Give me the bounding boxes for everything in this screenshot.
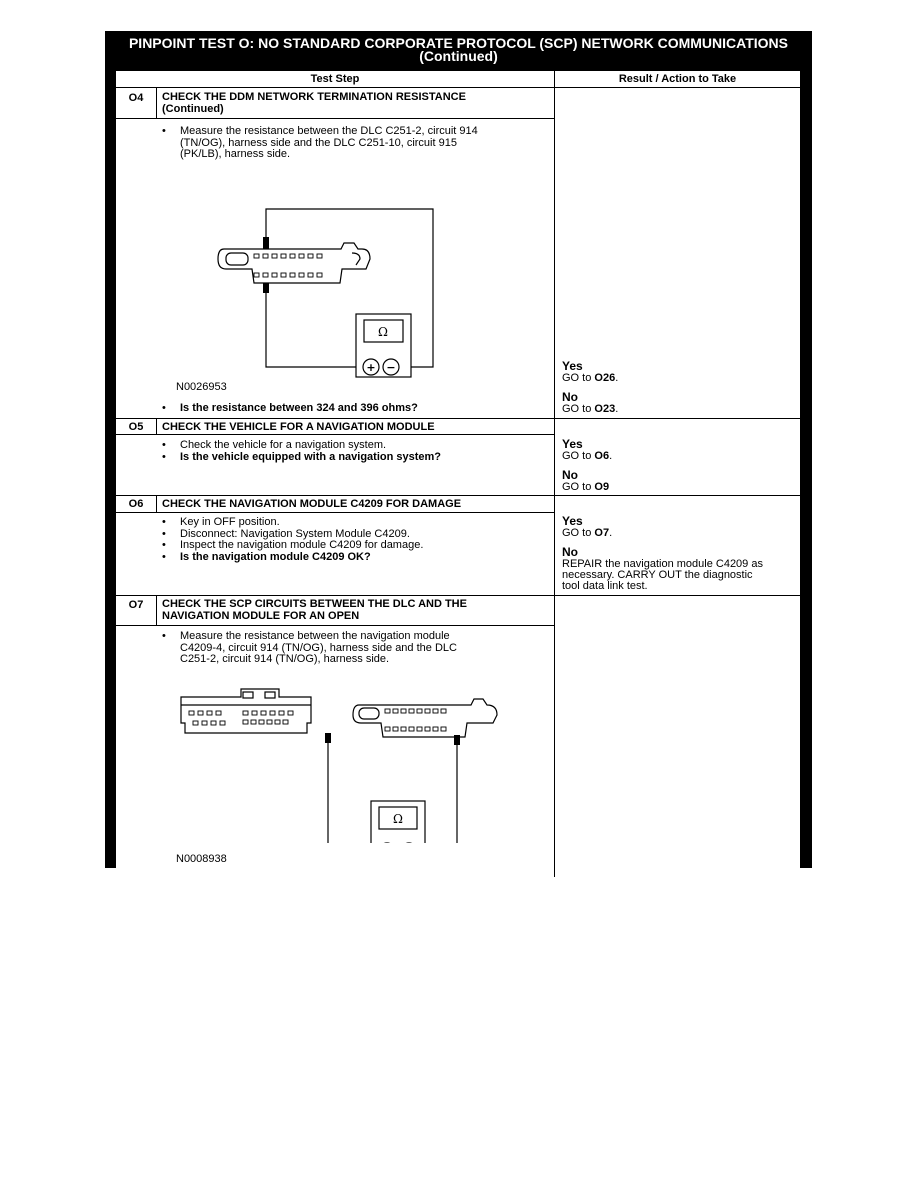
o4-no-target: O23 — [594, 403, 616, 415]
step-id-o4: O4 — [128, 92, 144, 104]
bullet-glyph: • — [162, 125, 166, 137]
bullet-glyph: • — [162, 439, 166, 451]
step-title-o4: CHECK THE DDM NETWORK TERMINATION RESIST… — [162, 91, 542, 115]
o5-yes-target: O6 — [594, 450, 610, 462]
row-divider — [116, 595, 800, 596]
step-id-o7: O7 — [128, 599, 144, 611]
id-divider — [156, 595, 157, 625]
o6-no-line: REPAIR the navigation module C4209 as — [562, 558, 763, 570]
bullet-glyph: • — [162, 450, 166, 463]
bullet-glyph: • — [162, 550, 166, 563]
o6-no-line: tool data link test. — [562, 580, 648, 592]
o6-bullet-1: Key in OFF position. — [180, 516, 280, 528]
diagram-code-o7: N0008938 — [176, 853, 227, 865]
step-id-o6: O6 — [128, 498, 144, 510]
row-divider — [116, 495, 800, 496]
o5-yes-prefix: GO to — [562, 450, 592, 462]
o6-question-text: Is the navigation module C4209 OK? — [180, 550, 371, 563]
id-divider — [156, 88, 157, 118]
sheet-title: PINPOINT TEST O: NO STANDARD CORPORATE P… — [105, 35, 812, 64]
o4-no-action: GO to O23. — [562, 403, 619, 415]
header-test-step: Test Step — [116, 71, 554, 88]
o7-bullet-line: C251-2, circuit 914 (TN/OG), harness sid… — [180, 653, 390, 665]
ohm-symbol: Ω — [393, 812, 403, 826]
o5-no-label: No — [562, 468, 578, 482]
o5-yes-action: GO to O6. — [562, 450, 613, 462]
o6-yes-prefix: GO to — [562, 527, 592, 539]
step-title-o5: CHECK THE VEHICLE FOR A NAVIGATION MODUL… — [162, 421, 435, 433]
o4-yes-target: O26 — [594, 372, 616, 384]
o6-bullets: • Key in OFF position. • Disconnect: Navig… — [162, 516, 542, 563]
step-title-o4-line-2: (Continued) — [162, 103, 224, 115]
wire-dlc — [456, 737, 458, 843]
o6-bullet-3: Inspect the navigation module C4209 for … — [180, 539, 424, 551]
wire-top — [265, 208, 434, 368]
step-title-o4-line-1: CHECK THE DDM NETWORK TERMINATION RESIST… — [162, 91, 466, 103]
o7-bullet-line: C4209-4, circuit 914 (TN/OG), harness si… — [180, 641, 457, 654]
step-title-o7-line-1: CHECK THE SCP CIRCUITS BETWEEN THE DLC A… — [162, 598, 467, 610]
id-divider — [156, 418, 157, 435]
continued-footer: (Continued) — [728, 849, 796, 864]
row-divider — [116, 434, 554, 435]
row-divider — [116, 118, 554, 119]
bullet-glyph: • — [162, 630, 166, 642]
o5-result: Yes GO to O6. No GO to O9 — [562, 438, 797, 493]
step-id-o5: O5 — [128, 421, 144, 433]
bullet-glyph: • — [162, 527, 166, 540]
test-table: Test Step Result / Action to Take O4 CHE… — [116, 71, 800, 877]
o4-no-label: No — [562, 390, 578, 404]
step-title-o7-line-2: NAVIGATION MODULE FOR AN OPEN — [162, 610, 360, 622]
nav-module-dlc-diagram: Ω + − — [180, 688, 498, 843]
bullet-glyph: • — [162, 516, 166, 528]
o4-yes-prefix: GO to — [562, 372, 592, 384]
o6-yes-label: Yes — [562, 514, 583, 528]
o7-bullet-line: Measure the resistance between the navig… — [180, 630, 450, 642]
o4-bullet-line: (TN/OG), harness side and the DLC C251-1… — [180, 136, 457, 149]
diagram-code-o4: N0026953 — [176, 381, 227, 393]
o5-yes-label: Yes — [562, 437, 583, 451]
o6-yes-action: GO to O7. — [562, 527, 613, 539]
o5-question-text: Is the vehicle equipped with a navigatio… — [180, 450, 442, 463]
pinpoint-test-sheet: PINPOINT TEST O: NO STANDARD CORPORATE P… — [105, 31, 812, 877]
title-line-1: PINPOINT TEST O: NO STANDARD CORPORATE P… — [128, 35, 789, 51]
o6-no-label: No — [562, 545, 578, 559]
o4-result: Yes GO to O26. No GO to O23. — [562, 360, 797, 415]
o5-no-prefix: GO to — [562, 481, 592, 493]
o6-no-line: necessary. CARRY OUT the diagnostic — [562, 569, 753, 581]
o5-bullets: • Check the vehicle for a navigation syst… — [162, 439, 542, 463]
minus-terminal: − — [386, 361, 395, 374]
step-title-o7: CHECK THE SCP CIRCUITS BETWEEN THE DLC A… — [162, 598, 542, 622]
o4-yes-label: Yes — [562, 359, 583, 373]
row-divider — [116, 625, 554, 626]
wire-bottom — [265, 291, 356, 368]
step-title-o6: CHECK THE NAVIGATION MODULE C4209 FOR DA… — [162, 498, 462, 510]
row-divider — [116, 512, 554, 513]
o4-question-text: Is the resistance between 324 and 396 oh… — [180, 402, 418, 414]
title-line-2: (Continued) — [419, 48, 498, 64]
ohm-symbol: Ω — [378, 325, 388, 339]
o4-bullets: • Measure the resistance between the DLC… — [162, 125, 542, 161]
o7-bullets: • Measure the resistance between the nav… — [162, 630, 542, 666]
o5-bullet-1: Check the vehicle for a navigation syste… — [180, 439, 387, 451]
o6-bullet-2: Disconnect: Navigation System Module C42… — [180, 527, 410, 540]
bullet-glyph: • — [162, 402, 166, 414]
o4-yes-action: GO to O26. — [562, 372, 619, 384]
plus-terminal: + — [366, 361, 375, 374]
wire-nav — [327, 735, 329, 843]
o5-no-action: GO to O9 — [562, 482, 797, 493]
id-divider — [156, 495, 157, 512]
o4-question: • Is the resistance between 324 and 396 o… — [162, 402, 542, 415]
row-divider — [116, 418, 800, 419]
column-divider — [554, 71, 555, 877]
o6-result: Yes GO to O7. No REPAIR the navigation m… — [562, 515, 797, 592]
o4-bullet-line: (PK/LB), harness side. — [180, 148, 291, 160]
o5-no-target: O9 — [594, 481, 610, 493]
dlc-resistance-diagram: Ω + − — [217, 208, 434, 378]
header-result: Result / Action to Take — [555, 71, 800, 88]
o4-bullet-line: Measure the resistance between the DLC C… — [180, 125, 478, 137]
o4-no-prefix: GO to — [562, 403, 592, 415]
o6-yes-target: O7 — [594, 527, 610, 539]
bullet-glyph: • — [162, 539, 166, 551]
